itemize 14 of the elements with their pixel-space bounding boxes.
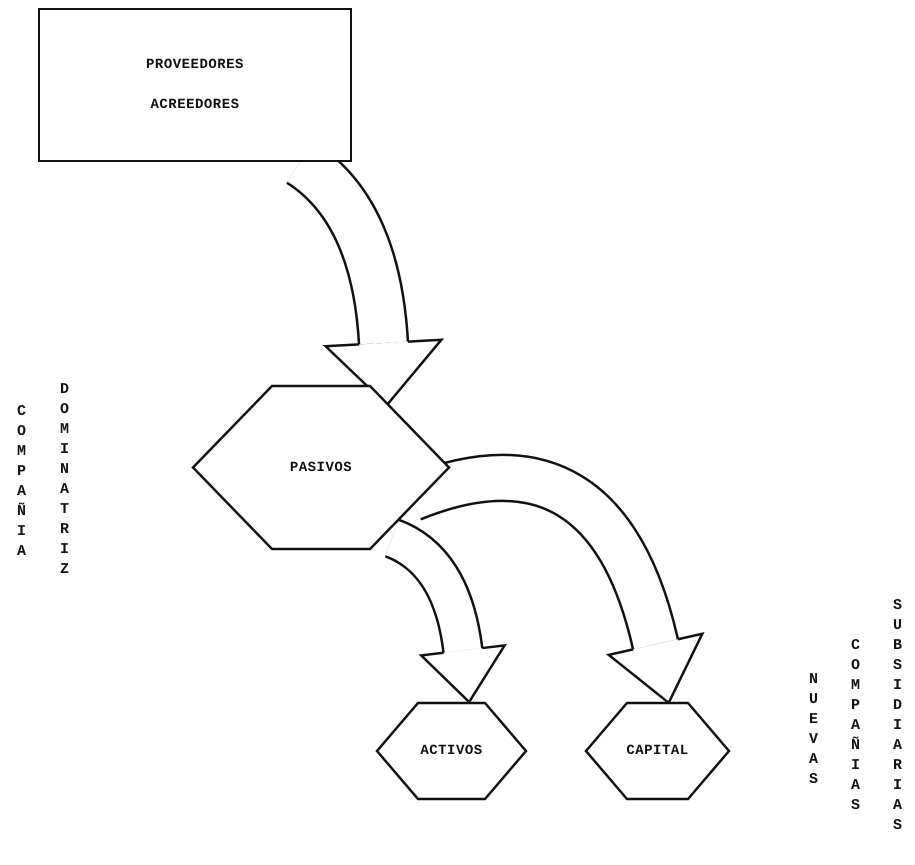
hexagon-node (585, 702, 730, 800)
vertical-label: NUEVAS (808, 670, 819, 790)
node-label: CAPITAL (626, 743, 689, 759)
vertical-label: COMPAÑIA (16, 402, 27, 562)
process-box (38, 8, 352, 162)
node-label: PROVEEDORES (146, 57, 244, 73)
vertical-label: SUBSIDIARIAS (892, 596, 903, 836)
node-label: PASIVOS (290, 460, 352, 476)
vertical-label: COMPAÑIAS (850, 636, 861, 816)
vertical-label: DOMINATRIZ (58, 380, 70, 580)
hexagon-node (192, 385, 450, 550)
node-label: ACTIVOS (420, 743, 483, 759)
hexagon-node (376, 702, 527, 800)
node-label: ACREEDORES (150, 97, 240, 113)
